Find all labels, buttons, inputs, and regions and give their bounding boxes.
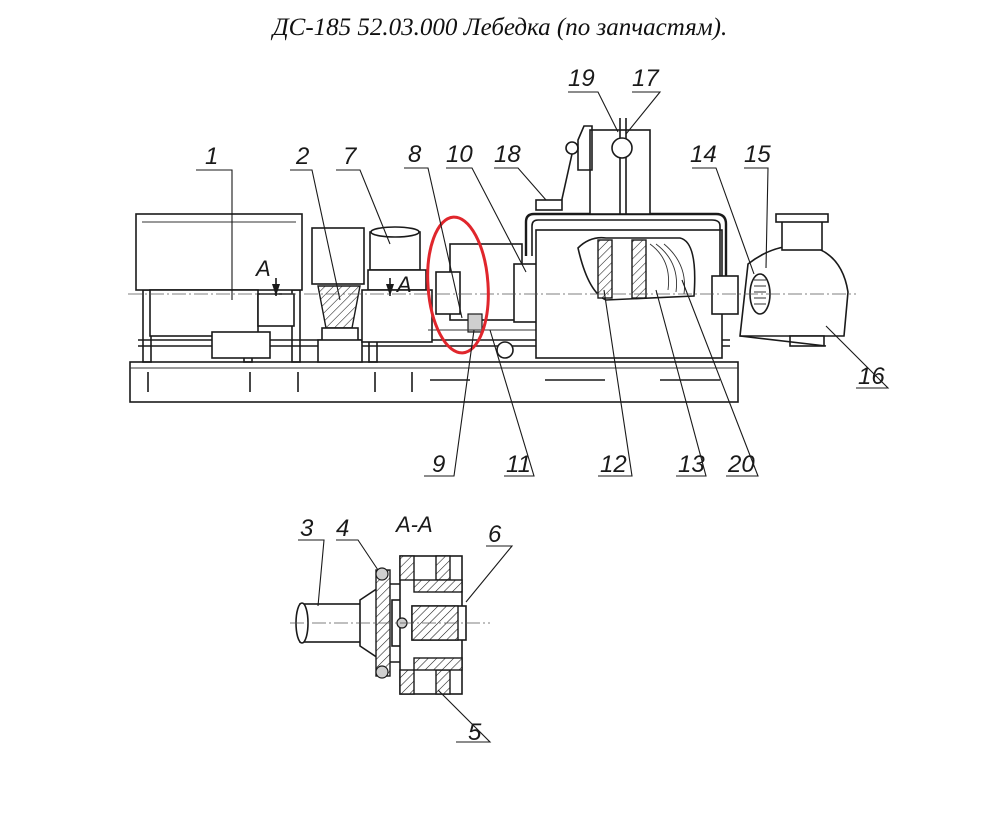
svg-text:А: А <box>254 256 271 281</box>
callout-12: 12 <box>600 451 627 478</box>
callout-16: 16 <box>858 363 885 390</box>
callout-9: 9 <box>432 451 445 478</box>
callout-7: 7 <box>343 143 358 170</box>
callout-19: 19 <box>568 65 595 92</box>
section-view-a-a: А-А 3 4 6 5 <box>290 512 514 746</box>
base-frame <box>129 361 739 403</box>
callout-1: 1 <box>205 143 218 170</box>
pulley-block <box>739 213 849 347</box>
section-label: А-А <box>394 512 433 537</box>
callout-15: 15 <box>744 141 771 168</box>
electric-motor <box>135 213 303 359</box>
callout-6: 6 <box>488 521 502 548</box>
callout-8: 8 <box>408 141 422 168</box>
callout-11: 11 <box>506 451 531 478</box>
callout-2: 2 <box>295 143 309 170</box>
callout-20: 20 <box>727 451 755 478</box>
callout-10: 10 <box>446 141 473 168</box>
drum-housing <box>524 212 739 359</box>
callout-13: 13 <box>678 451 705 478</box>
callout-17: 17 <box>632 65 660 92</box>
cable-guide-mast <box>535 118 651 215</box>
callout-4: 4 <box>336 515 349 542</box>
callout-leaders <box>196 91 890 477</box>
section-mark-right: А <box>386 272 412 297</box>
callout-14: 14 <box>690 141 717 168</box>
drawing-title: ДС-185 52.03.000 Лебедка (по запчастям). <box>272 14 728 41</box>
brake-coupling-unit <box>311 226 433 363</box>
callout-3: 3 <box>300 515 314 542</box>
callout-5: 5 <box>468 719 482 746</box>
section-mark-left: А <box>254 256 280 296</box>
svg-text:А: А <box>395 272 412 297</box>
callout-18: 18 <box>494 141 521 168</box>
main-view: А А 1 2 <box>128 65 890 478</box>
highlight-circle <box>426 215 490 355</box>
